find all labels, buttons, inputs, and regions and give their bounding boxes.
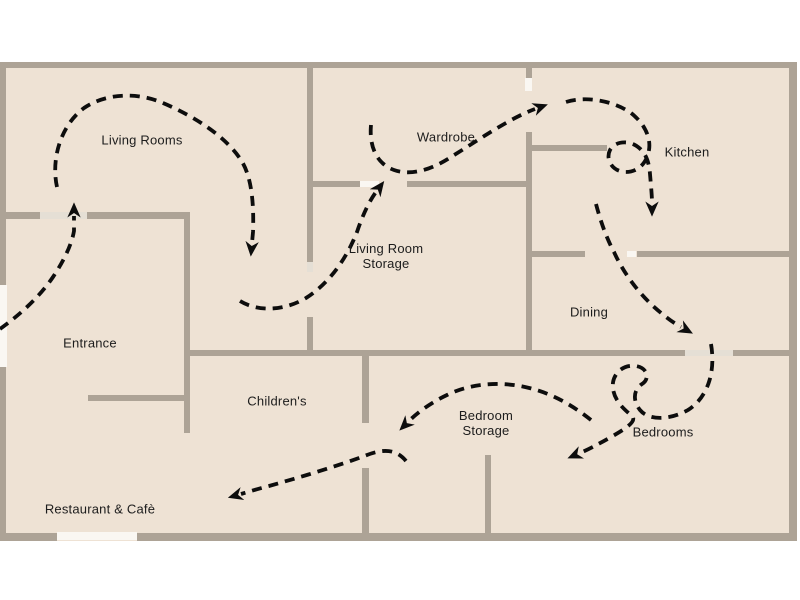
route-to-restaurant bbox=[227, 449, 408, 501]
door-corridor-storage bbox=[307, 262, 313, 272]
room-label-restaurant-cafe: Restaurant & Cafè bbox=[44, 501, 156, 517]
floor-area bbox=[0, 62, 797, 541]
door-dining-bedrooms bbox=[685, 350, 733, 356]
door-entrance-living bbox=[40, 212, 87, 219]
route-bedroom-storage-arc bbox=[399, 382, 593, 431]
room-label-dining: Dining bbox=[569, 304, 609, 320]
room-label-bedroom-storage: Bedroom Storage bbox=[458, 408, 514, 438]
room-label-wardrobe: Wardrobe bbox=[416, 129, 476, 145]
room-label-bedrooms: Bedrooms bbox=[632, 424, 694, 440]
route-entry-up bbox=[0, 202, 81, 331]
room-label-entrance: Entrance bbox=[63, 335, 117, 351]
door-wardrobe-kitchen bbox=[525, 78, 532, 91]
route-kitchen-to-dining bbox=[594, 203, 693, 334]
visitor-route bbox=[0, 93, 715, 501]
outer-walls bbox=[0, 62, 797, 541]
room-label-childrens: Children's bbox=[247, 393, 307, 409]
door-storage-wardrobe bbox=[360, 181, 379, 187]
route-bedrooms-loop bbox=[567, 343, 715, 459]
door-restaurant-exit bbox=[57, 532, 137, 540]
route-kitchen-loop bbox=[565, 97, 659, 217]
route-living-rooms-arc bbox=[53, 93, 259, 257]
room-label-living-room-storage: Living Room Storage bbox=[348, 241, 424, 271]
door-kitchen-dining bbox=[627, 251, 636, 257]
room-label-living-rooms: Living Rooms bbox=[101, 132, 183, 148]
route-wardrobe-sweep bbox=[368, 103, 548, 175]
route-to-storage-door bbox=[239, 181, 385, 311]
interior-walls bbox=[0, 62, 797, 541]
room-label-kitchen: Kitchen bbox=[664, 144, 710, 160]
